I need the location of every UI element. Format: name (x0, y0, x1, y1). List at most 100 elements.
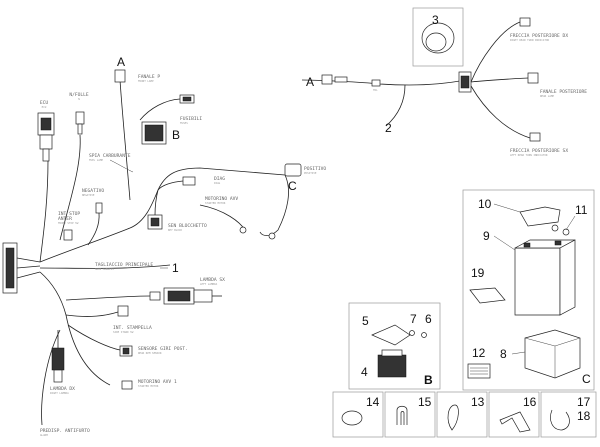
label-spia-carburante-sub: FUEL LAMP (89, 158, 103, 162)
harness-trunk-upper (39, 167, 286, 263)
diag-connector (182, 176, 196, 186)
fuse-detail: 5 7 6 4 B (348, 302, 441, 390)
callout-19: 19 (471, 266, 485, 280)
label-freccia-dx-sub: RIGHT REAR TURN INDICATOR (510, 38, 549, 42)
starter-motor-terminal (239, 226, 247, 234)
callout-b-left: B (172, 128, 180, 142)
part-16-bracket (499, 411, 531, 433)
label-telaio: TAGLIACCIO PRINCIPALE (95, 262, 153, 268)
leader-11 (565, 215, 576, 231)
part-17-ring (550, 409, 570, 431)
fuel-lamp-wire (109, 159, 134, 173)
part-15-clamp (396, 405, 408, 425)
lambda-sx-wire (65, 295, 151, 301)
rear-connector-trl (371, 79, 381, 87)
callout-b-right: B (424, 373, 433, 387)
callout-14: 14 (366, 395, 380, 409)
screw-a (551, 224, 559, 232)
rear-right-indicator-connector (519, 17, 531, 27)
leader-9 (493, 235, 516, 251)
label-fanale-posteriore: FANALE POSTERIORE (540, 89, 587, 95)
label-int-stop-sub: FRONT STOP SW (58, 221, 79, 225)
label-fusibili: FUSIBILI (180, 116, 202, 122)
rear-junction-body (460, 75, 470, 89)
label-ecu-sub: ECU (42, 105, 47, 109)
label-freccia-sx-sub: LEFT REAR TURN INDICATOR (510, 153, 548, 157)
label-trl: TRL (373, 88, 378, 92)
callout-1: 1 (172, 261, 179, 275)
label-sensore-giri: SENSORE GIRI POST. (138, 346, 188, 352)
rear-left-indicator-connector (529, 132, 541, 142)
label-fusibili-sub: FUSES (180, 121, 188, 125)
rear-connector-a-sleeve (334, 76, 348, 83)
label-spia-carburante: SPIA CARBURANTE (89, 153, 131, 159)
label-telaio-sub: MAIN HARNESS (95, 267, 114, 271)
fuse-box-body (144, 124, 164, 142)
callout-15: 15 (418, 395, 432, 409)
callout-9: 9 (483, 229, 490, 243)
negative-wire (87, 212, 100, 246)
battery-bracket (519, 206, 561, 227)
front-lamp-wire (119, 79, 131, 201)
label-positivo-sub: POSITIVE (304, 171, 317, 175)
callout-2: 2 (385, 121, 392, 135)
label-lambda-dx-sub: RIGHT LAMBDA (50, 391, 69, 395)
callout-10: 10 (478, 197, 492, 211)
label-int-stop: INT STOP (58, 211, 80, 217)
label-sen-blocchetto-sub: KEY BLOCK (168, 228, 182, 232)
dashboard-connector-pins (5, 247, 15, 289)
label-neutral-sub: N (78, 97, 80, 101)
part-15-box (384, 391, 436, 438)
ecu-plug-tail (42, 148, 50, 162)
callout-13: 13 (471, 395, 485, 409)
callout-12: 12 (472, 346, 486, 360)
rear-left-indicator-wire (470, 85, 531, 139)
screw-b (562, 228, 570, 236)
label-diag: DIAG (214, 176, 225, 182)
positive-wire (259, 174, 289, 236)
battery-cover (524, 329, 581, 379)
ecu-connector-body (40, 117, 52, 131)
battery-side (559, 239, 576, 316)
part-17-box (540, 391, 597, 438)
label-fanale-p: FANALE P (138, 74, 160, 80)
callout-8: 8 (500, 347, 507, 361)
label-motorino-avv-sub: STARTER MOTOR (205, 201, 226, 205)
relay-connector-pins (182, 96, 192, 102)
negative-connector (95, 202, 103, 214)
rear-harness: 3 A TRL 2 FRECCIA POSTERIORE DX RIGHT RE… (301, 7, 587, 157)
alarm-wire (41, 329, 61, 426)
relay-wire (139, 98, 181, 121)
callout-17: 17 (577, 395, 591, 409)
battery-pad (469, 287, 506, 304)
callout-6: 6 (425, 312, 432, 326)
rear-right-indicator-wire (470, 21, 521, 83)
side-stand-wire (65, 311, 119, 317)
neutral-connector (75, 111, 85, 125)
rpm-sensor-connector-body (122, 347, 130, 355)
callout-11: 11 (575, 203, 588, 217)
neutral-plug (77, 123, 83, 135)
label-fanale-posteriore-sub: REAR LAMP (540, 94, 554, 98)
rpm-sensor-wire (67, 324, 121, 351)
label-motorino-avv-2: MOTORINO AVV 1 (138, 379, 177, 385)
label-negativo: NEGATIVO (82, 188, 104, 194)
dashboard-wires (16, 257, 41, 279)
label-fanale-p-sub: FRONT LAMP (138, 79, 154, 83)
ecu-wire (39, 159, 49, 263)
label-sticker-lines (470, 367, 488, 375)
rear-harness-branch-2 (385, 84, 406, 127)
battery-front (514, 247, 561, 316)
ecu-plug (39, 134, 53, 150)
label-sen-blocchetto: SEN BLOCCHETTO (168, 223, 207, 229)
callout-c-left: C (288, 179, 297, 193)
lambda-sx-connector-body (167, 290, 191, 302)
harness-trunk-lower (39, 271, 111, 386)
part-13-box (436, 391, 488, 438)
main-harness: ECU ECU N/FOLLE N A FANALE P FRONT LAMP … (2, 55, 326, 437)
callout-c-right: C (582, 372, 591, 386)
label-ecu: ECU (40, 100, 49, 106)
callout-a-left: A (117, 55, 125, 69)
